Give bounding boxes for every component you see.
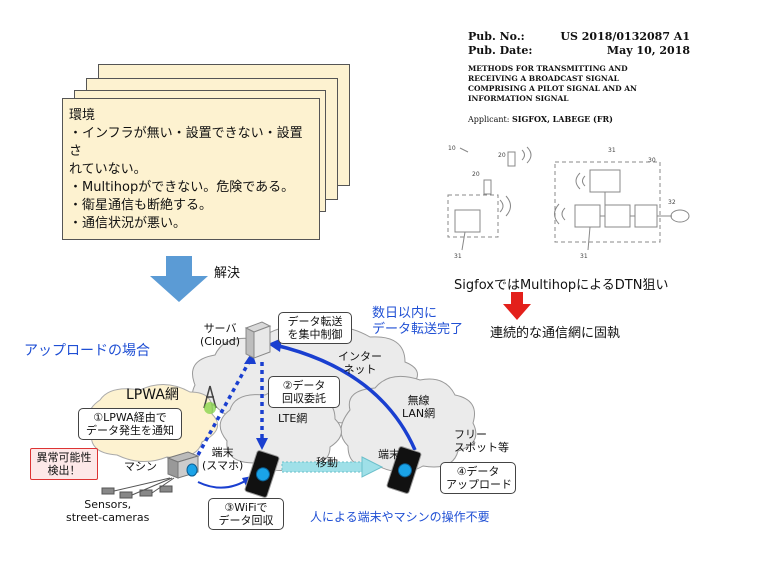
step1-callout: ①LPWA経由で データ発生を通知 (78, 408, 182, 440)
server-icon (244, 321, 272, 359)
environment-line: れていない。 (69, 162, 147, 177)
environment-title: 環境 (69, 108, 96, 123)
figure-label: 32 (668, 199, 676, 206)
patent-title: METHODS FOR TRANSMITTING AND RECEIVING A… (468, 64, 637, 103)
pub-date-row: Pub. Date: May 10, 2018 (440, 44, 710, 58)
transfer-done-label: 数日以内に データ転送完了 (372, 306, 464, 337)
internet-label: インター ネット (338, 350, 382, 376)
upload-case-title: アップロードの場合 (24, 343, 150, 359)
environment-line: ・通信状況が悪い。 (69, 216, 187, 231)
environment-line: ・衛星通信も断絶する。 (69, 198, 213, 213)
step4-callout: ④データ アップロード (440, 462, 516, 494)
lte-label: LTE網 (278, 412, 308, 425)
wifi-arrow (197, 477, 251, 489)
figure-label: 31 (608, 147, 616, 154)
machine-icon (166, 451, 200, 479)
anomaly-callout: 異常可能性 検出！ (30, 448, 98, 480)
pub-date: May 10, 2018 (606, 44, 690, 57)
figure-label: 10 (448, 145, 456, 152)
pub-number-row: Pub. No.: US 2018/0132087 A1 (440, 30, 710, 44)
wlan-label: 無線 LAN網 (402, 394, 436, 420)
applicant-name: SIGFOX, LABEGE (FR) (512, 114, 613, 124)
server-label: サーバ (Cloud) (200, 322, 241, 348)
patent-figure: 10 20 20 31 30 32 31 31 (447, 145, 690, 260)
network-diagram (87, 321, 477, 499)
patent-header: Pub. No.: US 2018/0132087 A1 Pub. Date: … (440, 30, 710, 124)
pub-number-label: Pub. No.: (468, 30, 525, 43)
figure-label: 20 (472, 171, 480, 178)
lpwa-signal-icon (204, 402, 216, 414)
step3-callout: ③WiFiで データ回収 (208, 498, 284, 530)
pub-date-label: Pub. Date: (468, 44, 533, 57)
free-spot-label: フリー スポット等 (454, 428, 509, 454)
lpwa-antenna-icon (203, 385, 217, 409)
solution-arrow (150, 256, 208, 302)
applicant-label: Applicant: (468, 115, 510, 124)
no-operation-label: 人による端末やマシンの操作不要 (310, 510, 490, 524)
move-arrowhead (361, 456, 384, 478)
figure-label: 20 (498, 152, 506, 159)
pub-number: US 2018/0132087 A1 (560, 30, 690, 43)
terminal-label: 端末 (378, 448, 400, 461)
central-control-callout: データ転送 を集中制御 (278, 312, 352, 344)
smartphone-label: 端末 (スマホ) (202, 446, 244, 472)
solution-label: 解決 (214, 266, 241, 281)
upload-arrow (274, 343, 417, 451)
patent-applicant-row: Applicant: SIGFOX, LABEGE (FR) (468, 114, 710, 124)
lpwa-label: LPWA網 (126, 387, 179, 403)
lte-request-arrowhead (256, 438, 268, 450)
environment-line: ・Multihopができない。危険である。 (69, 180, 295, 195)
environment-line: ・インフラが無い・設置できない・設置さ (69, 126, 303, 159)
figure-label: 31 (580, 253, 588, 260)
lpwa-notify-arrow (196, 359, 252, 456)
machine-label: マシン (124, 460, 157, 473)
sigfox-caption: SigfoxではMultihopによるDTN狙い (454, 278, 669, 293)
move-label: 移動 (316, 456, 338, 469)
fixation-caption: 連続的な通信網に固執 (490, 326, 621, 341)
environment-box: 環境 ・インフラが無い・設置できない・設置さ れていない。 ・Multihopが… (62, 98, 320, 240)
sensors-label: Sensors, street-cameras (66, 498, 150, 524)
step2-callout: ②データ 回収委託 (268, 376, 340, 408)
figure-label: 30 (648, 157, 656, 164)
sensor-icons (101, 477, 175, 499)
red-down-arrow (503, 292, 531, 320)
figure-label: 31 (454, 253, 462, 260)
